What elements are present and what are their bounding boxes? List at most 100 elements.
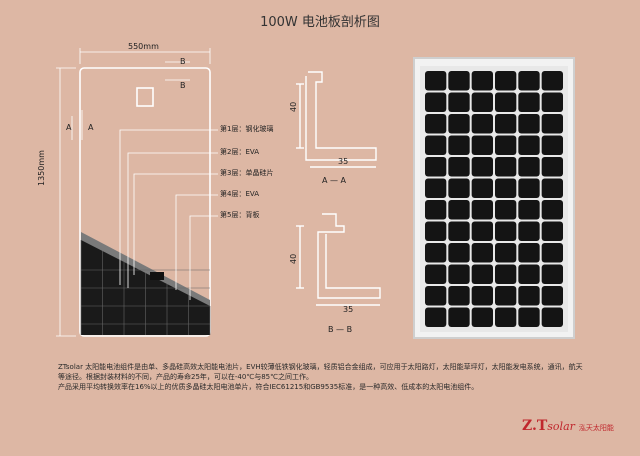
solar-cell <box>518 264 540 284</box>
solar-cell <box>425 114 447 134</box>
solar-cell <box>495 92 517 112</box>
profile-b-section <box>296 213 381 306</box>
solar-cell <box>541 264 563 284</box>
height-dimension-label: 1350mm <box>37 150 46 186</box>
solar-cell <box>425 221 447 241</box>
solar-cell <box>425 286 447 306</box>
dimension-lines <box>56 48 211 337</box>
section-mark-b-bottom: B <box>180 81 186 90</box>
solar-cell <box>448 157 470 177</box>
page-title: 100W 电池板剖析图 <box>260 15 380 30</box>
solar-cell <box>425 71 447 91</box>
solar-cell <box>518 178 540 198</box>
solar-cell <box>541 157 563 177</box>
width-dimension-label: 550mm <box>128 42 159 51</box>
solar-cell <box>448 243 470 263</box>
layer-2-label: 第2层：EVA <box>220 148 260 156</box>
profile-a-height: 40 <box>289 101 298 112</box>
solar-cell <box>448 114 470 134</box>
solar-cell <box>471 157 493 177</box>
layer-3-label: 第3层：单晶硅片 <box>220 169 274 177</box>
section-mark-a-right: A <box>88 123 94 132</box>
solar-cell <box>425 178 447 198</box>
solar-cell <box>425 92 447 112</box>
solar-cell <box>541 178 563 198</box>
solar-cell <box>448 71 470 91</box>
layer-callouts <box>119 129 218 300</box>
solar-cell <box>518 200 540 220</box>
solar-cell <box>518 92 540 112</box>
profile-a-section <box>296 71 377 168</box>
profile-b-caption: B — B <box>328 325 353 334</box>
solar-cell <box>541 114 563 134</box>
solar-cell <box>471 71 493 91</box>
solar-cell <box>448 178 470 198</box>
solar-cell <box>448 264 470 284</box>
solar-cell <box>518 307 540 327</box>
solar-cell <box>518 135 540 155</box>
solar-cell <box>448 286 470 306</box>
solar-cell <box>448 200 470 220</box>
profile-a-caption: A — A <box>322 176 347 185</box>
solar-cell <box>495 221 517 241</box>
solar-cell <box>471 307 493 327</box>
solar-cell <box>518 71 540 91</box>
solar-cell <box>471 286 493 306</box>
layer-4-label: 第4层：EVA <box>220 190 260 198</box>
solar-cell <box>495 71 517 91</box>
profile-b-width: 35 <box>343 305 354 314</box>
solar-cell <box>495 114 517 134</box>
solar-cell <box>518 157 540 177</box>
solar-cell <box>425 200 447 220</box>
solar-cell <box>495 264 517 284</box>
panel-front-view <box>79 67 211 337</box>
solar-cell <box>448 307 470 327</box>
solar-cell <box>518 243 540 263</box>
solar-cell <box>518 286 540 306</box>
solar-cell <box>495 286 517 306</box>
solar-cell <box>495 200 517 220</box>
solar-cell <box>448 221 470 241</box>
solar-cell <box>541 92 563 112</box>
solar-cell <box>541 200 563 220</box>
solar-cell <box>541 221 563 241</box>
solar-cell <box>541 243 563 263</box>
profile-a-width: 35 <box>338 157 349 166</box>
layer-5-label: 第5层：背板 <box>220 211 260 219</box>
solar-cell <box>425 264 447 284</box>
solar-cell <box>471 264 493 284</box>
panel-cutaway <box>80 232 211 335</box>
description-paragraph-2: 产品采用平均转换效率在16%以上的优质多晶硅太阳电池单片，符合IEC61215和… <box>58 383 479 391</box>
solar-cell <box>471 178 493 198</box>
solar-cell <box>471 135 493 155</box>
layer-1-label: 第1层：钢化玻璃 <box>220 125 274 133</box>
junction-box <box>136 87 154 107</box>
solar-cell <box>471 114 493 134</box>
solar-cell <box>448 92 470 112</box>
description-text: ZTsolar 太阳能电池组件是由单、多晶硅高效太阳能电池片，EVH较薄低铁钢化… <box>58 362 588 392</box>
profile-b-height: 40 <box>289 253 298 264</box>
solar-cell <box>425 307 447 327</box>
solar-cell <box>495 135 517 155</box>
section-mark-a-left: A <box>66 123 72 132</box>
solar-cell <box>425 135 447 155</box>
solar-cell <box>471 200 493 220</box>
panel-outline <box>79 67 211 337</box>
solar-cell <box>495 157 517 177</box>
solar-cell <box>471 92 493 112</box>
solar-cell <box>541 307 563 327</box>
solar-cell <box>495 307 517 327</box>
solar-cell <box>471 243 493 263</box>
section-mark-b-top: B <box>180 57 186 66</box>
solar-cell <box>495 178 517 198</box>
solar-panel-photo <box>413 57 575 339</box>
solar-cell <box>471 221 493 241</box>
description-paragraph-1: ZTsolar 太阳能电池组件是由单、多晶硅高效太阳能电池片，EVH较薄低铁钢化… <box>58 363 583 381</box>
solar-cell <box>425 243 447 263</box>
solar-cell <box>541 71 563 91</box>
solar-cell <box>495 243 517 263</box>
solar-cell <box>448 135 470 155</box>
